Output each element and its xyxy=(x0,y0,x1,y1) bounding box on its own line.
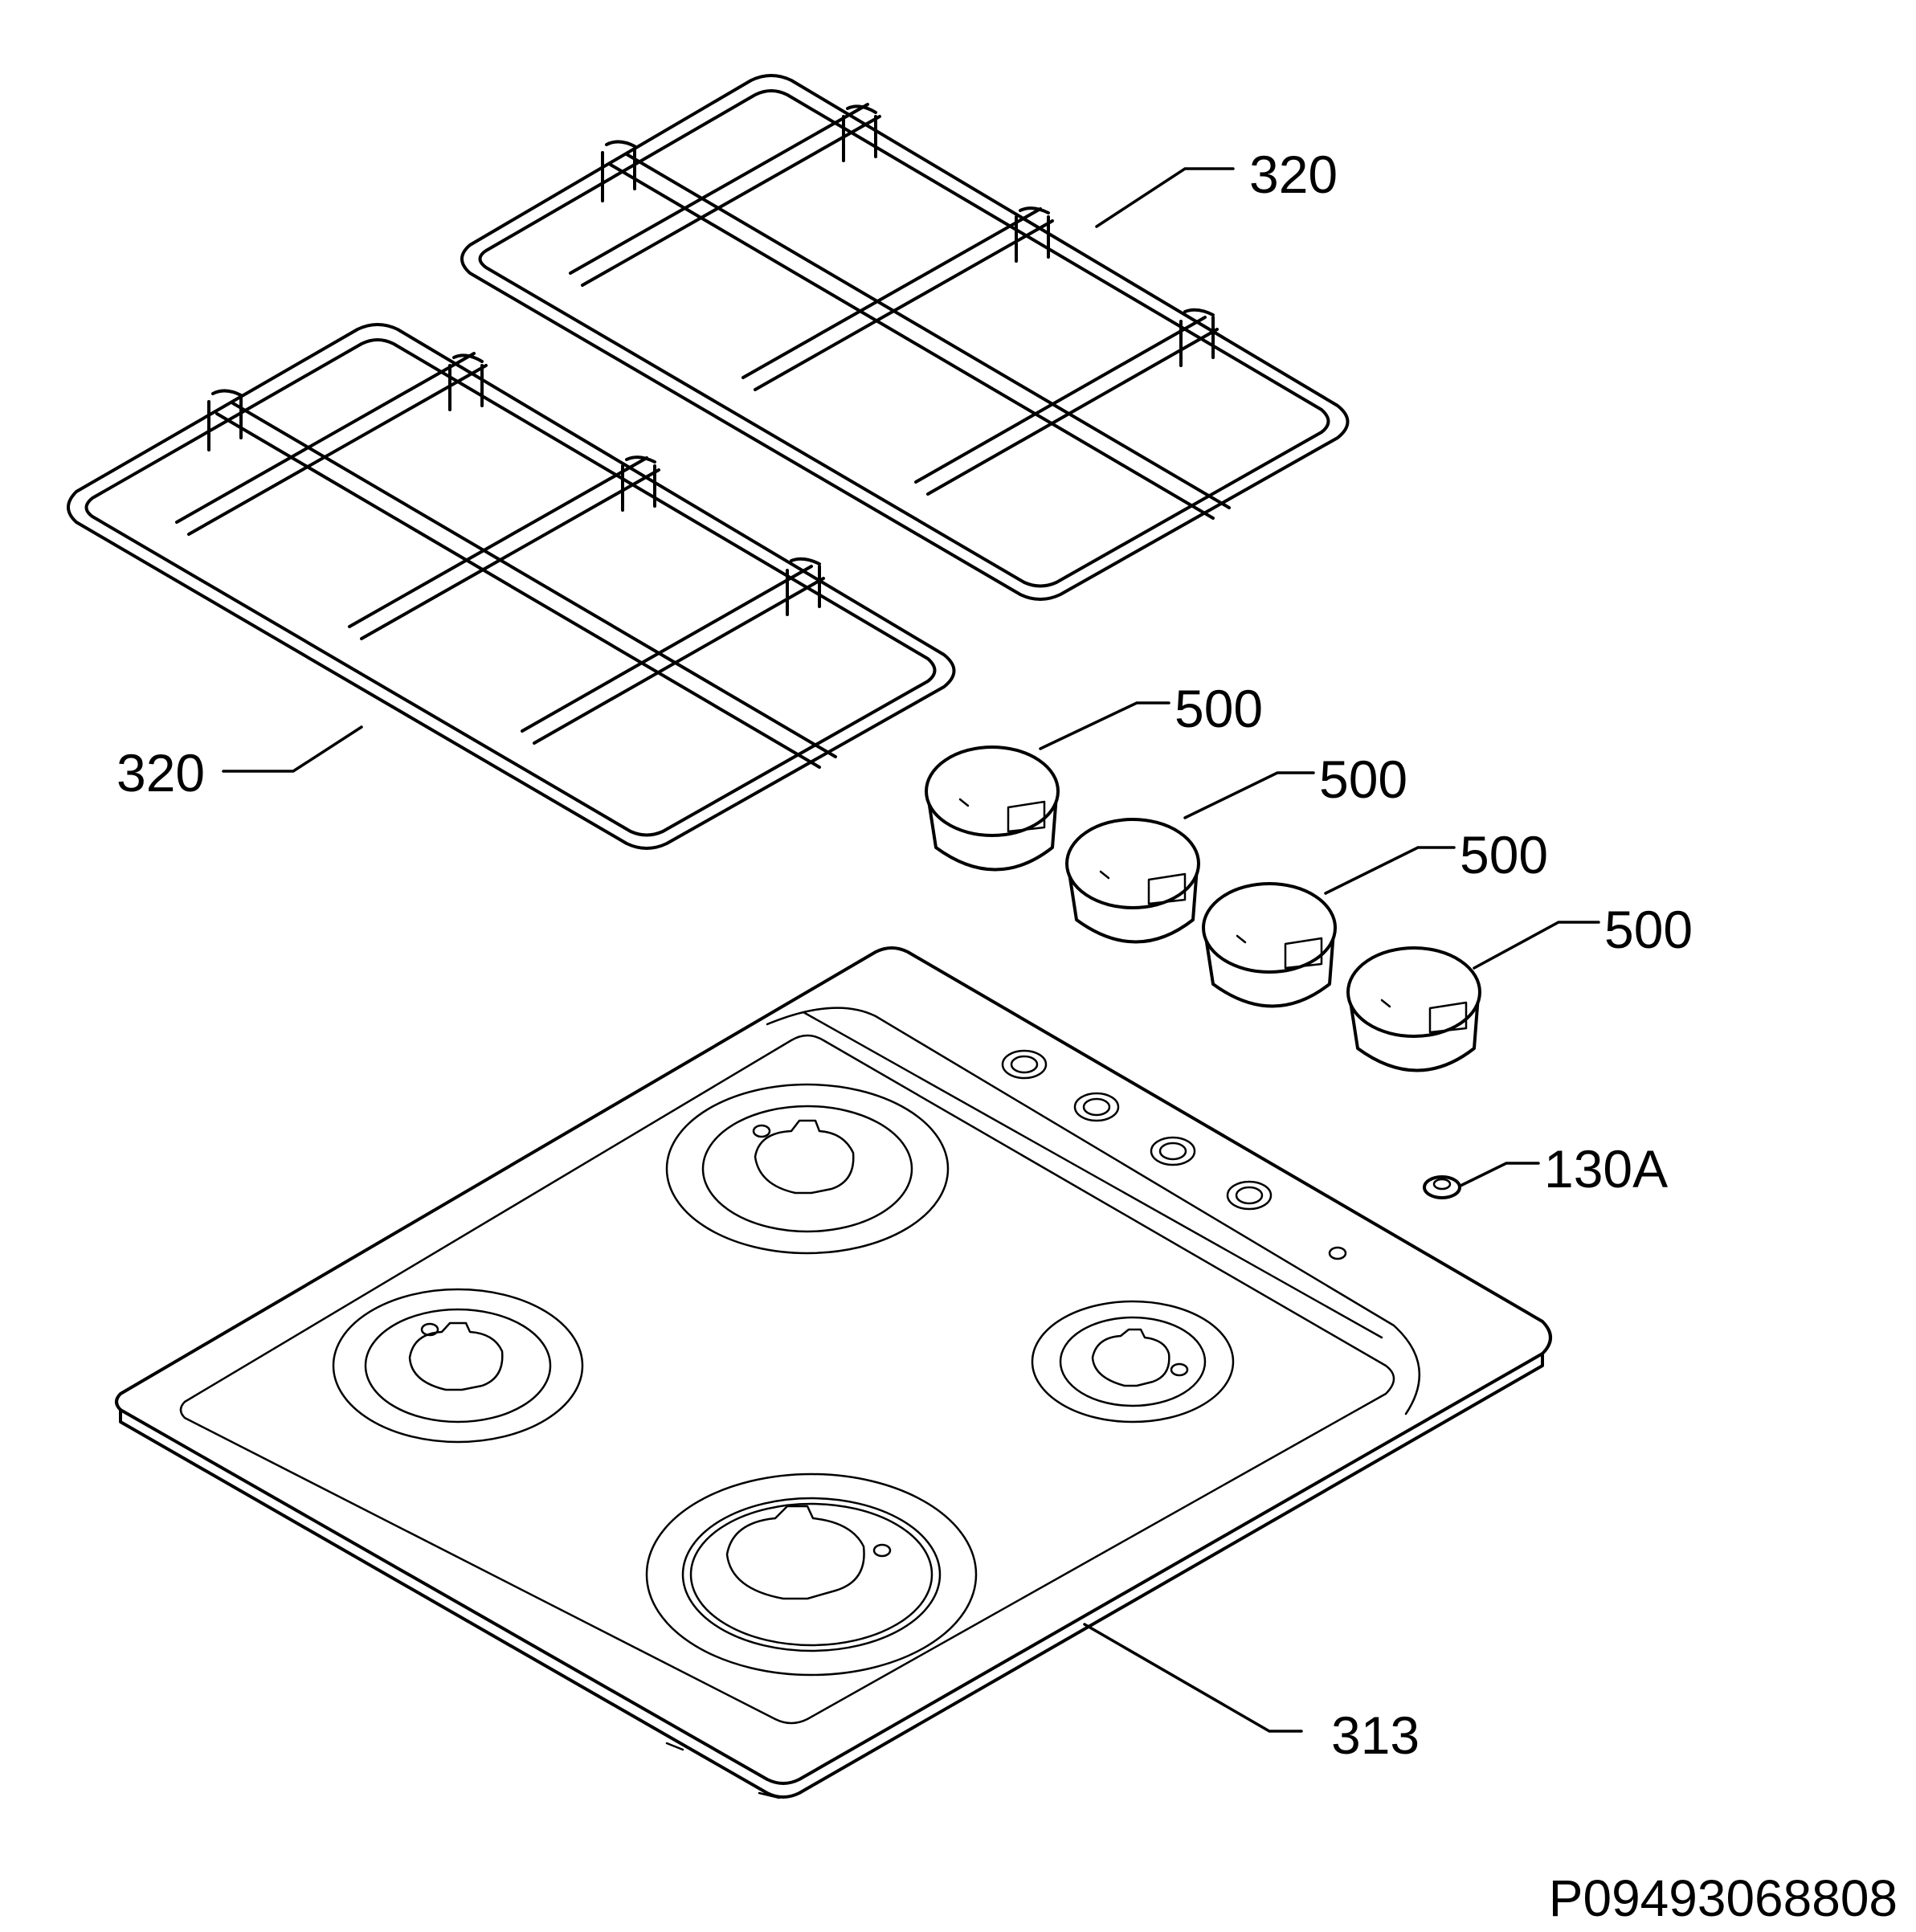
leader-knob-3 xyxy=(1324,846,1456,895)
hob-top xyxy=(115,946,1552,1799)
control-knob-4 xyxy=(1346,946,1481,1072)
label-knob-1: 500 xyxy=(1175,679,1263,738)
leader-grid-lower xyxy=(222,725,363,773)
leader-knob-4 xyxy=(1473,921,1600,970)
leader-knob-2 xyxy=(1183,771,1315,819)
control-knob-3 xyxy=(1202,882,1337,1008)
label-grid-lower: 320 xyxy=(116,743,205,803)
label-knob-4: 500 xyxy=(1604,900,1693,959)
pan-support-upper xyxy=(460,74,1350,601)
leader-lines xyxy=(222,167,1600,1733)
leader-knob-1 xyxy=(1039,701,1170,750)
drawing-code: P09493068808 xyxy=(1549,1869,1898,1927)
control-knob-2 xyxy=(1065,818,1200,944)
label-knob-3: 500 xyxy=(1460,825,1548,884)
label-knob-2: 500 xyxy=(1319,750,1407,809)
pan-support-lower xyxy=(67,323,956,850)
leader-injector xyxy=(1459,1162,1540,1187)
label-grid-upper: 320 xyxy=(1249,145,1338,204)
label-injector: 130A xyxy=(1544,1139,1668,1199)
leader-hob xyxy=(1083,1623,1303,1733)
injector-part xyxy=(1423,1175,1461,1199)
label-hob: 313 xyxy=(1331,1705,1420,1765)
leader-grid-upper xyxy=(1095,167,1235,228)
control-knob-1 xyxy=(925,745,1060,872)
